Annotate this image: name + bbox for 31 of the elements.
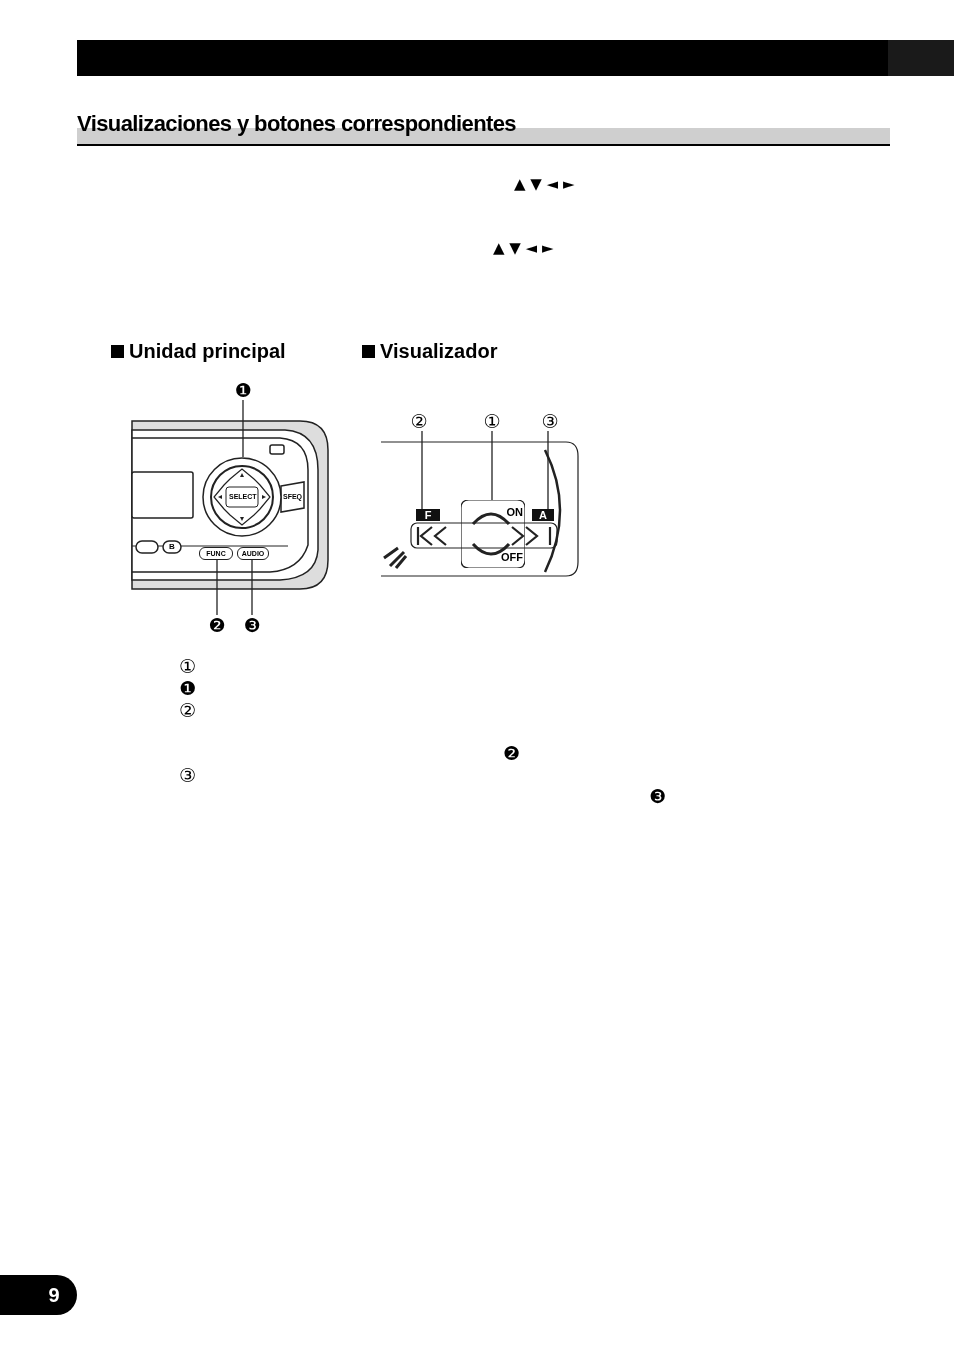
callout-number: ② (179, 701, 197, 720)
subheading: Visualizador (380, 341, 498, 361)
callout-number: ❷ (503, 744, 521, 763)
callout-number: ③ (541, 411, 559, 431)
leader-line (547, 430, 549, 510)
section-title: Visualizaciones y botones correspondientes (77, 113, 890, 146)
leader-line (421, 430, 423, 510)
callout-number: ❶ (179, 679, 197, 698)
page-number: 9 (48, 1285, 60, 1305)
leader-line (251, 559, 253, 616)
callout-number: ③ (179, 766, 197, 785)
joystick-indicator (461, 500, 525, 568)
leader-line (216, 559, 218, 616)
arrow-key-symbols: ▲ ▼ ◄ ► (514, 177, 575, 192)
joystick-drawing (202, 457, 282, 537)
indicator-label: ON (506, 507, 523, 518)
callout-number: ① (179, 657, 197, 676)
callout-number: ❸ (649, 787, 667, 806)
indicator-label: OFF (501, 552, 523, 563)
callout-number: ① (483, 411, 501, 431)
subheading: Unidad principal (129, 341, 286, 361)
button-label: B (169, 543, 175, 551)
leader-line (242, 399, 244, 458)
indicator-label: F (416, 509, 440, 521)
callout-number: ② (410, 411, 428, 431)
leader-line (491, 430, 493, 501)
indicator-label: A (532, 509, 554, 521)
callout-number: ❸ (242, 615, 262, 635)
callout-number: ❷ (207, 615, 227, 635)
arrow-key-symbols: ▲ ▼ ◄ ► (493, 241, 554, 256)
callout-number: ❶ (233, 380, 253, 400)
